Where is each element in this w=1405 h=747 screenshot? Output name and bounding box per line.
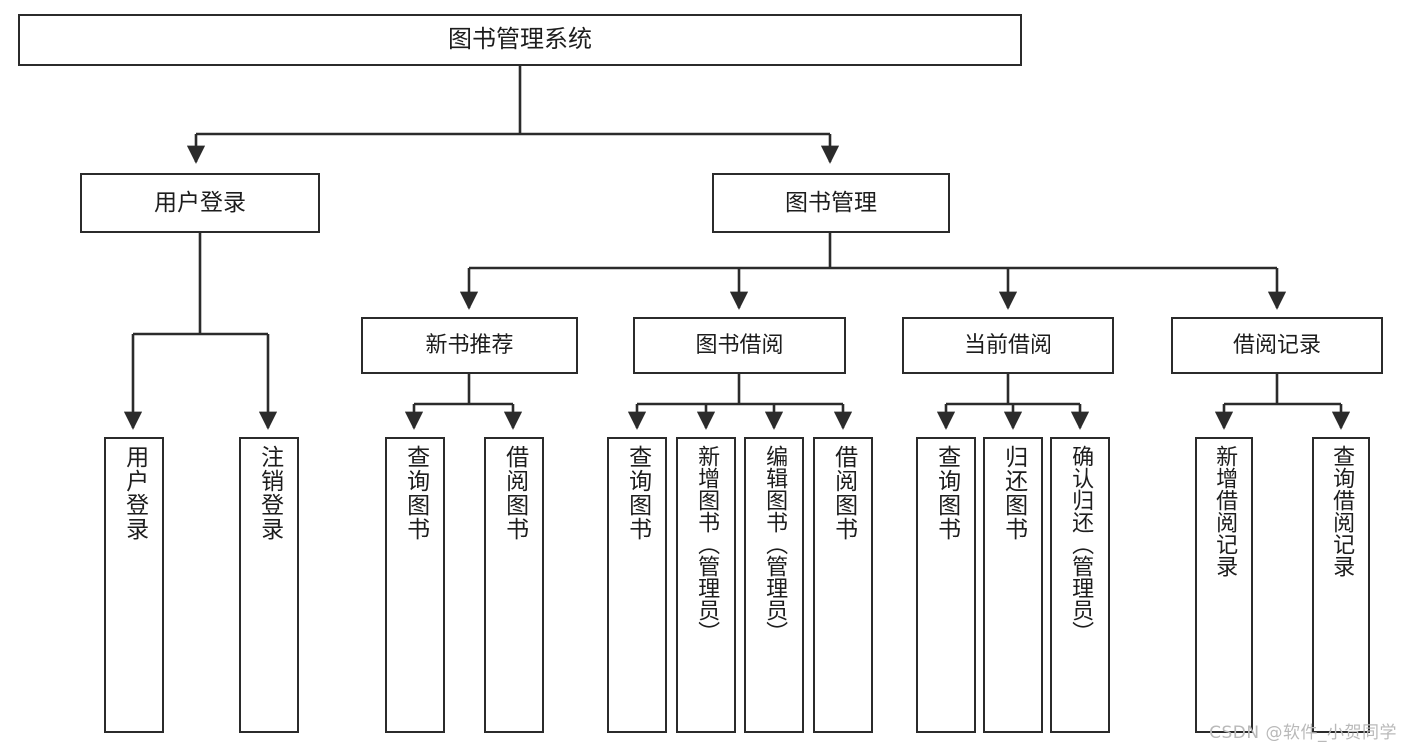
node-leaf-user-login-label: 用户登录 xyxy=(121,445,148,541)
node-leaf-user-login[interactable]: 用户登录 xyxy=(104,437,164,733)
node-root-system-label: 图书管理系统 xyxy=(448,25,592,54)
node-leaf-borrow-book-2-label: 借阅图书 xyxy=(830,445,857,541)
node-book-management-label: 图书管理 xyxy=(785,189,877,216)
node-leaf-return-book-label: 归还图书 xyxy=(1000,445,1027,541)
node-leaf-query-borrow-record-label: 查询借阅记录 xyxy=(1329,445,1355,577)
node-book-borrow-label: 图书借阅 xyxy=(695,332,784,358)
node-leaf-borrow-book-2[interactable]: 借阅图书 xyxy=(813,437,873,733)
node-leaf-query-book-3[interactable]: 查询图书 xyxy=(916,437,976,733)
node-root-system[interactable]: 图书管理系统 xyxy=(18,14,1022,66)
node-leaf-logout-login-label: 注销登录 xyxy=(256,445,283,541)
node-leaf-edit-book-label: 编辑图书（管理员） xyxy=(762,445,788,643)
node-leaf-add-borrow-record-label: 新增借阅记录 xyxy=(1212,445,1238,577)
node-leaf-edit-book[interactable]: 编辑图书（管理员） xyxy=(744,437,804,733)
node-leaf-query-book-1-label: 查询图书 xyxy=(402,445,429,541)
node-book-management[interactable]: 图书管理 xyxy=(712,173,950,233)
node-leaf-confirm-return-label: 确认归还（管理员） xyxy=(1068,445,1094,643)
node-leaf-add-book-label: 新增图书（管理员） xyxy=(694,445,720,643)
node-leaf-return-book[interactable]: 归还图书 xyxy=(983,437,1043,733)
node-borrow-record[interactable]: 借阅记录 xyxy=(1171,317,1383,374)
node-leaf-query-book-1[interactable]: 查询图书 xyxy=(385,437,445,733)
node-current-borrow[interactable]: 当前借阅 xyxy=(902,317,1114,374)
node-leaf-confirm-return[interactable]: 确认归还（管理员） xyxy=(1050,437,1110,733)
node-leaf-logout-login[interactable]: 注销登录 xyxy=(239,437,299,733)
node-leaf-query-book-2-label: 查询图书 xyxy=(624,445,651,541)
node-user-login[interactable]: 用户登录 xyxy=(80,173,320,233)
node-leaf-add-borrow-record[interactable]: 新增借阅记录 xyxy=(1195,437,1253,733)
node-new-book-recommend[interactable]: 新书推荐 xyxy=(361,317,578,374)
node-new-book-recommend-label: 新书推荐 xyxy=(425,332,514,358)
node-leaf-query-book-3-label: 查询图书 xyxy=(933,445,960,541)
node-book-borrow[interactable]: 图书借阅 xyxy=(633,317,846,374)
node-user-login-label: 用户登录 xyxy=(154,189,246,216)
node-leaf-borrow-book-1[interactable]: 借阅图书 xyxy=(484,437,544,733)
node-leaf-query-book-2[interactable]: 查询图书 xyxy=(607,437,667,733)
node-current-borrow-label: 当前借阅 xyxy=(963,332,1052,358)
node-leaf-query-borrow-record[interactable]: 查询借阅记录 xyxy=(1312,437,1370,733)
node-leaf-borrow-book-1-label: 借阅图书 xyxy=(501,445,528,541)
node-leaf-add-book[interactable]: 新增图书（管理员） xyxy=(676,437,736,733)
watermark-text: CSDN @软件_小贺同学 xyxy=(1209,723,1397,743)
node-borrow-record-label: 借阅记录 xyxy=(1232,332,1321,358)
